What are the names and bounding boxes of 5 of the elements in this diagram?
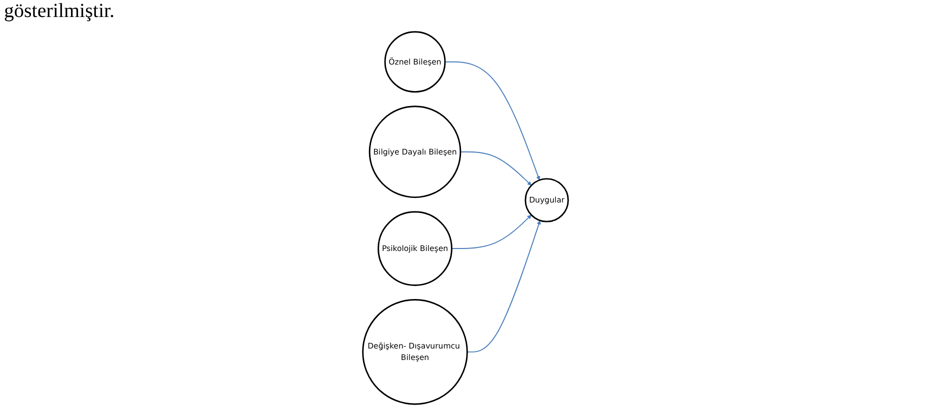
arrow — [444, 61, 540, 180]
arrow — [451, 214, 532, 250]
arrow — [466, 220, 541, 352]
arrow — [460, 151, 532, 186]
note-text: gösterilmiştir. — [4, 0, 115, 22]
